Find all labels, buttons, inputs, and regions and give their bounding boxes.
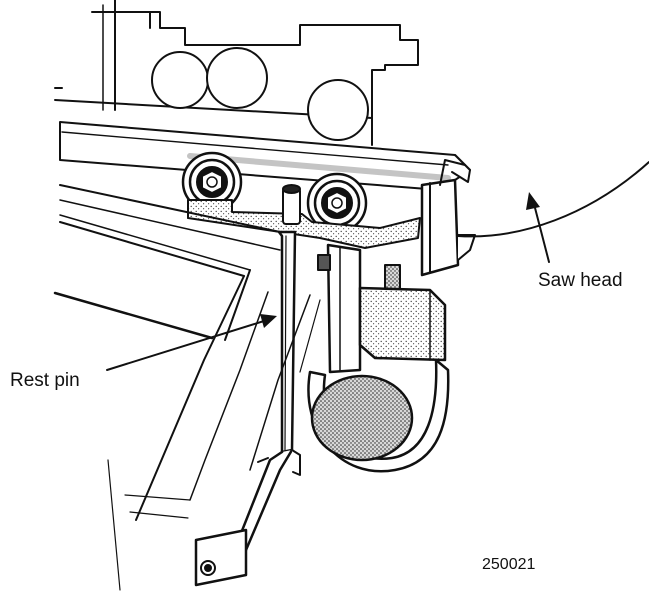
machine-bed [53,184,321,591]
saw-blade-line [457,161,649,238]
figure-number: 250021 [482,556,536,573]
cradle [307,358,450,473]
side-bracket [420,159,476,277]
rest-pin-label: Rest pin [10,370,80,391]
mounting-plate [187,199,421,249]
pin-post [282,184,301,225]
saw-head-leader [526,192,550,263]
rest-pin-arm [194,230,301,587]
rest-pin-leader [106,314,277,371]
guide-rail [59,121,471,191]
saw-head-label: Saw head [538,270,623,291]
lower-housing-box [358,286,447,362]
housing-ports [151,47,369,141]
